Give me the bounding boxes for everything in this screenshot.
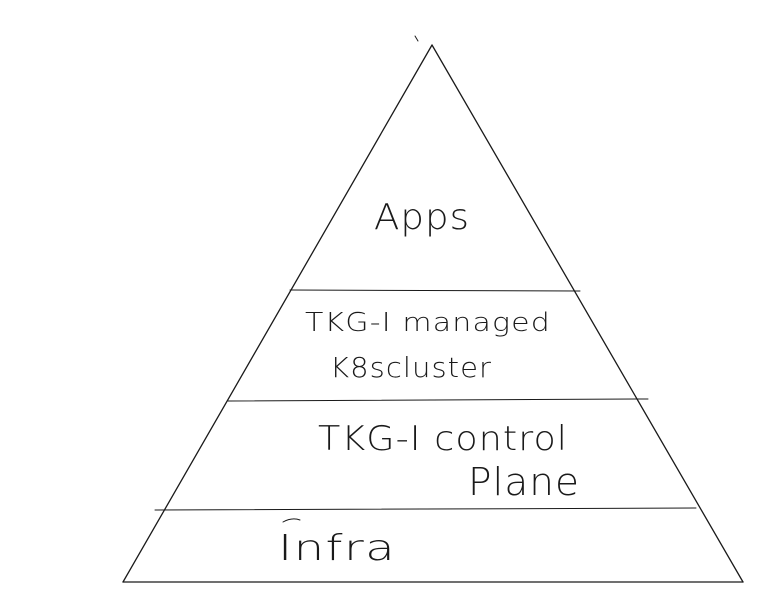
layer-divider-1 (289, 289, 581, 292)
pyramid-left-edge (122, 44, 433, 583)
infra-pen-flourish (282, 518, 301, 523)
layer-divider-2 (227, 398, 649, 402)
layer-control-plane-label-line1: TKG-I control (318, 419, 568, 459)
layer-divider-3 (154, 507, 697, 511)
layer-managed-cluster-label-line1: TKG-I managed (305, 308, 551, 338)
layer-infra-label: Infra (278, 528, 396, 569)
layer-managed-cluster-label-line2: K8scluster (330, 351, 492, 384)
layer-apps-label: Apps (374, 197, 470, 238)
pyramid-right-edge (431, 44, 744, 583)
layer-control-plane-label-line2: Plane (468, 460, 580, 504)
stray-pen-mark (414, 35, 419, 42)
